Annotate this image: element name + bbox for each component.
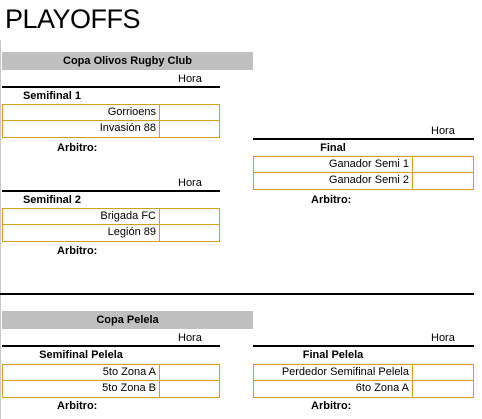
semifinal2-arbitro-label: Arbitro: — [57, 245, 98, 257]
semifinal2-table: Brigada FC Legión 89 — [2, 208, 220, 242]
score-cell[interactable] — [160, 364, 220, 381]
team-name-cell[interactable]: 5to Zona B — [2, 381, 160, 398]
semifinal-pelela-table: 5to Zona A 5to Zona B — [2, 364, 220, 398]
score-cell[interactable] — [413, 364, 474, 381]
final-pelela-rule — [253, 345, 474, 347]
semifinal-pelela-hora-label: Hora — [178, 332, 202, 344]
team-name-cell[interactable]: Brigada FC — [2, 208, 160, 225]
section-header-copa-olivos: Copa Olivos Rugby Club — [2, 52, 253, 70]
table-row: 6to Zona A — [253, 381, 474, 398]
table-row: Legión 89 — [2, 225, 220, 242]
team-name-cell[interactable]: 5to Zona A — [2, 364, 160, 381]
semifinal2-title: Semifinal 2 — [22, 194, 82, 206]
table-row: Perdedor Semifinal Pelela — [253, 364, 474, 381]
team-name-cell[interactable]: 6to Zona A — [253, 381, 413, 398]
score-cell[interactable] — [160, 208, 220, 225]
score-cell[interactable] — [160, 121, 220, 138]
table-row: Brigada FC — [2, 208, 220, 225]
score-cell[interactable] — [160, 104, 220, 121]
semifinal2-hora-label: Hora — [178, 177, 202, 189]
team-name-cell[interactable]: Ganador Semi 1 — [253, 156, 413, 173]
semifinal-pelela-arbitro-label: Arbitro: — [57, 400, 98, 412]
table-row: Ganador Semi 2 — [253, 173, 474, 190]
final-hora-label: Hora — [431, 125, 455, 137]
score-cell[interactable] — [160, 225, 220, 242]
score-cell[interactable] — [160, 381, 220, 398]
team-name-cell[interactable]: Legión 89 — [2, 225, 160, 242]
final-pelela-arbitro-label: Arbitro: — [311, 400, 352, 412]
final-pelela-title: Final Pelela — [302, 349, 364, 361]
team-name-cell[interactable]: Ganador Semi 2 — [253, 173, 413, 190]
final-pelela-hora-label: Hora — [431, 332, 455, 344]
semifinal-pelela-rule — [2, 345, 220, 347]
section-header-copa-pelela: Copa Pelela — [2, 311, 253, 329]
semifinal1-title: Semifinal 1 — [22, 90, 82, 102]
section-separator — [0, 293, 474, 295]
team-name-cell[interactable]: Invasión 88 — [2, 121, 160, 138]
team-name-cell[interactable]: Perdedor Semifinal Pelela — [253, 364, 413, 381]
semifinal-pelela-title: Semifinal Pelela — [39, 349, 123, 361]
final-pelela-table: Perdedor Semifinal Pelela 6to Zona A — [253, 364, 474, 398]
semifinal2-rule — [2, 190, 220, 192]
final-table: Ganador Semi 1 Ganador Semi 2 — [253, 156, 474, 190]
table-row: 5to Zona B — [2, 381, 220, 398]
semifinal1-hora-label: Hora — [178, 73, 202, 85]
page-title: PLAYOFFS — [5, 4, 141, 34]
semifinal1-table: Gorrioens Invasión 88 — [2, 104, 220, 138]
sheet-left-gridline — [0, 40, 1, 419]
score-cell[interactable] — [413, 156, 474, 173]
final-rule — [253, 138, 474, 140]
score-cell[interactable] — [413, 173, 474, 190]
semifinal1-rule — [2, 86, 220, 88]
table-row: Gorrioens — [2, 104, 220, 121]
final-title: Final — [320, 142, 346, 154]
semifinal1-arbitro-label: Arbitro: — [57, 142, 98, 154]
table-row: 5to Zona A — [2, 364, 220, 381]
final-arbitro-label: Arbitro: — [311, 194, 352, 206]
score-cell[interactable] — [413, 381, 474, 398]
table-row: Ganador Semi 1 — [253, 156, 474, 173]
table-row: Invasión 88 — [2, 121, 220, 138]
team-name-cell[interactable]: Gorrioens — [2, 104, 160, 121]
